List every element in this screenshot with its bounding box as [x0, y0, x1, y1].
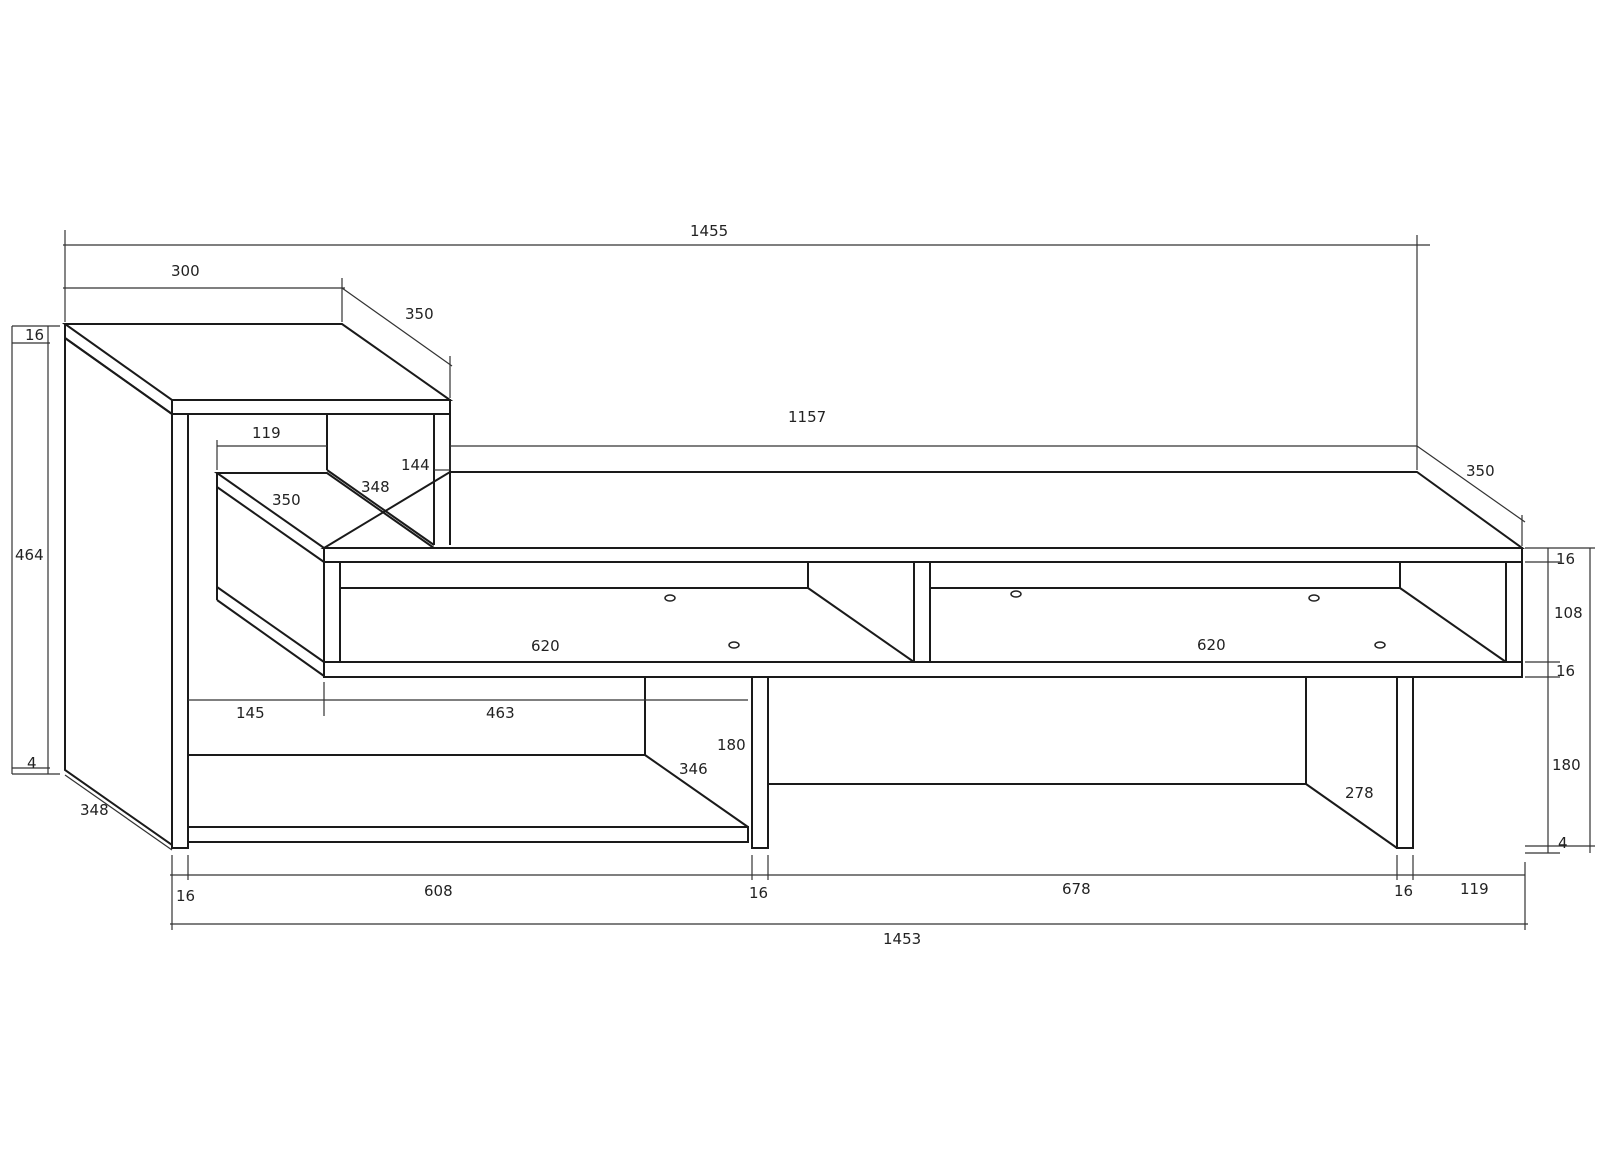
- dim-608: 608: [424, 882, 453, 900]
- tower-top-board-front: [171, 399, 451, 415]
- dim-464: 464: [15, 546, 44, 564]
- dim-145: 145: [236, 704, 265, 722]
- dim-678: 678: [1062, 880, 1091, 898]
- hole-5: [1374, 641, 1386, 649]
- tower-bottom-shelf-diag: [644, 754, 749, 828]
- main-right-end-panel: [1505, 561, 1523, 663]
- dim-300: 300: [171, 262, 200, 280]
- dim-119-bottom: 119: [1460, 880, 1489, 898]
- step-box-bottom-diag: [216, 599, 325, 677]
- dim-180-right: 180: [1552, 756, 1581, 774]
- tower-left-side-panel: [64, 336, 173, 847]
- main-bottom-board: [323, 661, 1523, 678]
- tower-unit: [61, 323, 749, 849]
- dimension-lines: [11, 230, 1595, 930]
- dim-180-centre: 180: [717, 736, 746, 754]
- dim-348-side: 348: [80, 801, 109, 819]
- dim-1455: 1455: [690, 222, 728, 240]
- right-comp-diag: [1399, 587, 1507, 663]
- right-leg: [1396, 676, 1414, 849]
- dimension-labels: 1455 300 350 16 464 4 348 119 144 348 35…: [15, 222, 1583, 948]
- tower-front-panel: [171, 413, 189, 849]
- step-box-left-inner: [216, 486, 325, 563]
- right-leg-diag: [1305, 783, 1398, 849]
- dim-16-shelf: 16: [1556, 662, 1575, 680]
- dim-16-bottom-a: 16: [176, 887, 195, 905]
- dim-620-left: 620: [531, 637, 560, 655]
- hole-1: [664, 594, 676, 602]
- main-top-board-front: [323, 547, 1523, 563]
- main-left-end-panel: [323, 561, 341, 663]
- dim-1453: 1453: [883, 930, 921, 948]
- tower-top-board: [61, 323, 454, 401]
- main-top-board: [320, 471, 1526, 549]
- dim-620-right: 620: [1197, 636, 1226, 654]
- dim-16-tower: 16: [25, 326, 44, 344]
- dim-4-right: 4: [1558, 834, 1568, 852]
- main-centre-divider: [913, 561, 931, 663]
- hole-3: [1010, 590, 1022, 598]
- left-comp-diag: [807, 587, 915, 663]
- tower-inner-diagonal: [326, 469, 435, 546]
- step-box-bottom-diag-2: [216, 586, 325, 663]
- dim-348-step: 348: [361, 478, 390, 496]
- dim-16-bottom-b: 16: [749, 884, 768, 902]
- hole-2: [728, 641, 740, 649]
- centre-leg: [751, 676, 769, 849]
- dim-350-main: 350: [1466, 462, 1495, 480]
- dim-346: 346: [679, 760, 708, 778]
- dim-350-step: 350: [272, 491, 301, 509]
- dim-16-main-top: 16: [1556, 550, 1575, 568]
- dim-1157: 1157: [788, 408, 826, 426]
- main-unit: [320, 471, 1526, 849]
- dim-16-bottom-c: 16: [1394, 882, 1413, 900]
- dim-463: 463: [486, 704, 515, 722]
- dim-350-tower: 350: [405, 305, 434, 323]
- dim-278: 278: [1345, 784, 1374, 802]
- tower-bottom-shelf: [187, 826, 749, 843]
- dim-119-step: 119: [252, 424, 281, 442]
- dim-108: 108: [1554, 604, 1583, 622]
- dim-4-tower: 4: [27, 754, 37, 772]
- hole-4: [1308, 594, 1320, 602]
- dim-144: 144: [401, 456, 430, 474]
- step-box: [213, 472, 438, 677]
